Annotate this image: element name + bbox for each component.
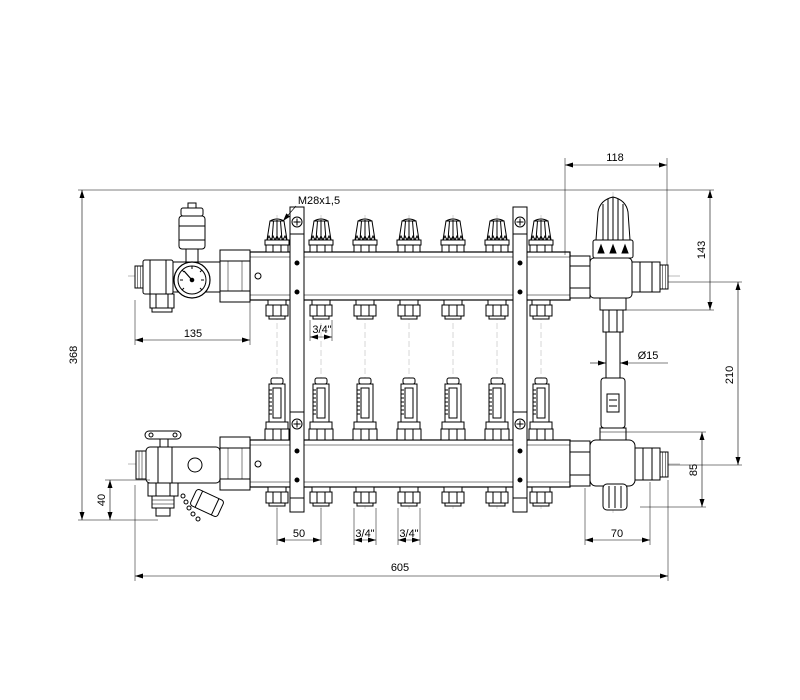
supply-valve-cap xyxy=(396,218,422,253)
supply-outlet xyxy=(265,299,289,320)
mixing-valve-body xyxy=(589,257,633,299)
supply-outlet xyxy=(353,299,377,320)
dim-top-outlet-label: 3/4" xyxy=(312,324,331,336)
flow-meter xyxy=(396,377,422,441)
left-supply-assembly xyxy=(134,202,251,313)
flow-meter xyxy=(352,377,378,441)
drain-cap-chain xyxy=(180,493,201,522)
dimension-lines xyxy=(78,158,742,581)
supply-valve-cap xyxy=(528,218,554,253)
dim-pipe-label: Ø15 xyxy=(638,350,659,362)
mixing-return-body xyxy=(589,439,636,487)
supply-valve-caps xyxy=(264,218,554,253)
drain-valve-hex xyxy=(147,482,179,497)
drain-valve-thread xyxy=(151,495,175,509)
ball-valve-body xyxy=(142,259,174,295)
supply-valve-cap xyxy=(440,218,466,253)
dim-thread-label: M28x1,5 xyxy=(298,195,340,207)
dim-50-label: 50 xyxy=(293,528,305,540)
return-valve-body xyxy=(145,446,221,484)
pressure-gauge-icon xyxy=(173,261,211,299)
dim-thread-leader xyxy=(282,205,297,222)
mounting-bracket xyxy=(513,207,527,512)
supply-outlet xyxy=(309,299,333,320)
right-return-nut xyxy=(569,440,591,487)
supply-outlet xyxy=(441,299,465,320)
dim-outlet-2-label: 3/4" xyxy=(399,528,418,540)
right-mixing-group xyxy=(569,196,669,511)
dim-135-label: 135 xyxy=(184,328,202,340)
return-outlet xyxy=(441,486,465,507)
dim-210-label: 210 xyxy=(724,366,736,384)
right-supply-nut xyxy=(569,255,591,299)
dim-outlet-1-label: 3/4" xyxy=(355,528,374,540)
return-outlet xyxy=(529,486,553,507)
return-outlet xyxy=(485,486,509,507)
dim-118-label: 118 xyxy=(606,152,624,164)
pump-lower-fitting xyxy=(599,427,627,441)
return-outlet xyxy=(353,486,377,507)
dim-40-label: 40 xyxy=(96,494,108,506)
dimension-labels: 118 M28x1,5 143 368 135 3/4" Ø15 210 85 … xyxy=(68,152,736,574)
supply-valve-cap xyxy=(308,218,334,253)
air-vent-body xyxy=(178,215,206,250)
thermostatic-head-icon xyxy=(592,196,634,259)
flow-meter xyxy=(264,377,290,441)
drain-cap xyxy=(190,488,224,518)
dim-143-label: 143 xyxy=(696,241,708,259)
supply-outlet xyxy=(529,299,553,320)
supply-outlet xyxy=(485,299,509,320)
air-vent-cap xyxy=(180,207,204,217)
dim-368-label: 368 xyxy=(68,346,80,364)
left-union-nut xyxy=(219,249,251,303)
right-return-thread xyxy=(659,451,669,478)
pump-upper-fitting xyxy=(599,297,627,311)
flow-indicator-window xyxy=(606,393,620,413)
right-supply-thread xyxy=(659,264,669,290)
flow-meter xyxy=(528,377,554,441)
return-outlet xyxy=(397,486,421,507)
right-supply-outlet-nut xyxy=(631,261,661,293)
left-threaded-end xyxy=(134,265,144,289)
supply-valve-cap xyxy=(484,218,510,253)
supply-outlet xyxy=(397,299,421,320)
left-return-threaded-end xyxy=(135,450,147,480)
return-outlet xyxy=(309,486,333,507)
supply-valve-cap xyxy=(352,218,378,253)
right-return-outlet-nut xyxy=(634,447,661,481)
return-bar-end-hole xyxy=(254,460,262,468)
dim-605-label: 605 xyxy=(391,562,409,574)
flow-meter xyxy=(440,377,466,441)
left-return-assembly xyxy=(135,430,251,522)
flow-meters xyxy=(264,377,554,441)
dim-85-label: 85 xyxy=(688,464,700,476)
pump-upper-nut xyxy=(602,309,624,333)
flow-meter xyxy=(484,377,510,441)
return-outlets xyxy=(265,486,553,507)
lower-fitting xyxy=(149,293,175,309)
left-return-union-nut xyxy=(219,436,251,491)
return-outlet xyxy=(265,486,289,507)
mounting-bracket xyxy=(290,207,304,512)
flow-meter xyxy=(308,377,334,441)
bypass-pipe xyxy=(605,331,621,379)
return-indicator-icon xyxy=(187,457,203,473)
dim-70-label: 70 xyxy=(611,528,623,540)
supply-outlets xyxy=(265,299,553,320)
air-vent-stem xyxy=(185,247,199,263)
supply-valve-cap xyxy=(264,218,290,253)
supply-bar-end-hole xyxy=(254,272,262,280)
